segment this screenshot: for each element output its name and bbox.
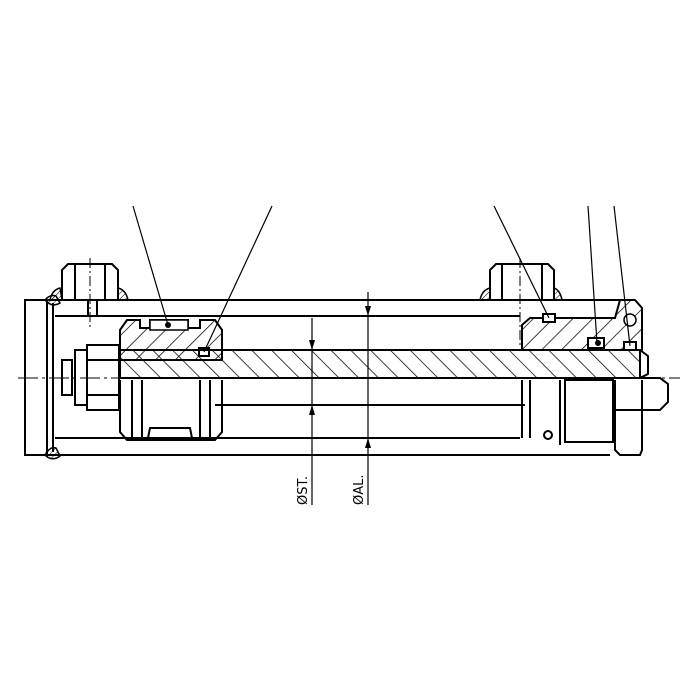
dimension-lines [311, 292, 369, 505]
leader-lines [132, 205, 631, 353]
weld-right-2 [553, 286, 563, 301]
rod-dim-arrow-top [309, 340, 315, 350]
weld-left-top-3 [44, 294, 62, 306]
rod-seal-dot [595, 340, 601, 346]
wiper-ring [623, 313, 637, 327]
bore-dim-arrow-top [365, 306, 371, 316]
weld-left-bottom [44, 446, 61, 460]
gland-lower [521, 379, 643, 456]
gland-head [521, 299, 643, 351]
left-port-boss [61, 258, 119, 330]
rod-end [639, 349, 649, 379]
weld-right-1 [479, 287, 491, 301]
rod-diameter-label: ØST. [296, 475, 311, 505]
bore-dim-arrow-bottom [365, 438, 371, 448]
rod-end-lower [612, 377, 669, 411]
bore-diameter-label: ØAL. [352, 474, 367, 505]
rod-dim-arrow-bottom [309, 405, 315, 415]
piston-rod [119, 349, 641, 379]
weld-left-top-2 [117, 287, 129, 301]
piston-lower [119, 380, 223, 441]
